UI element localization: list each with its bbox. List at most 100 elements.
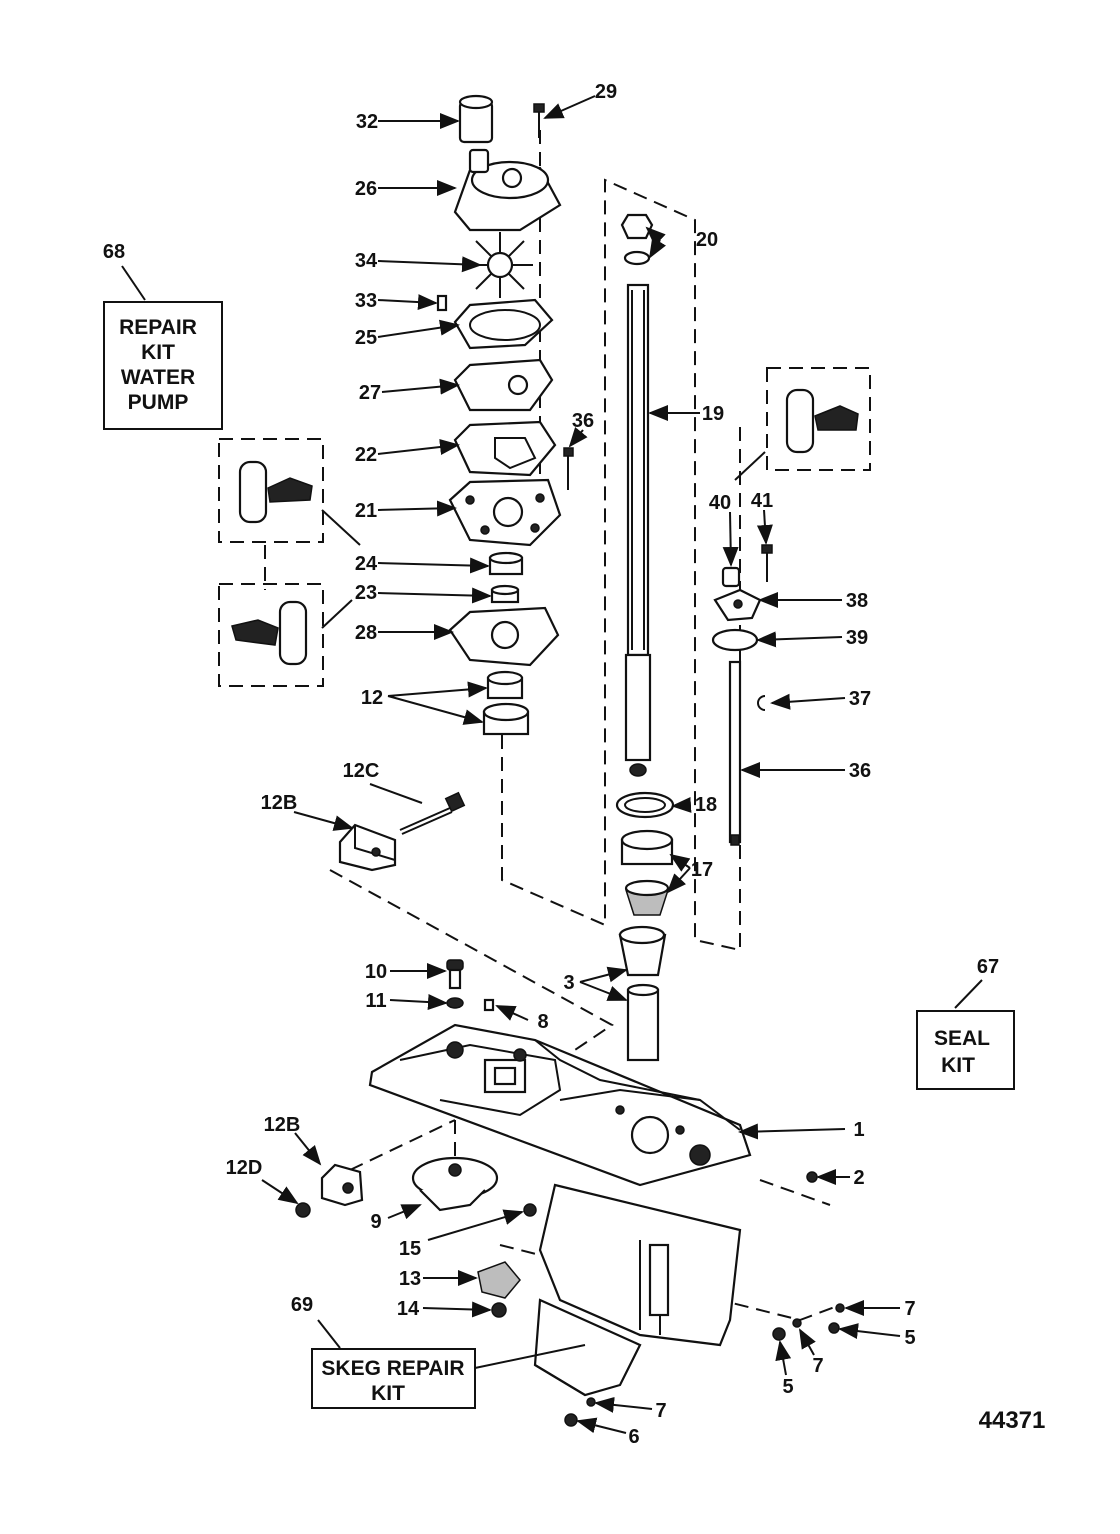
- part-3-sleeve: [618, 925, 667, 1062]
- kit-line: SEAL: [934, 1027, 990, 1050]
- callout-28: 29: [595, 81, 617, 103]
- part-8-plug: [483, 998, 495, 1012]
- callout-40: 40: [709, 492, 731, 514]
- kit-number: 69: [291, 1294, 313, 1316]
- part-39-o-ring: [711, 628, 759, 652]
- part-37-clip: [757, 695, 766, 711]
- callout-29: 32: [356, 111, 378, 133]
- part-11-washer: [446, 997, 464, 1009]
- part-15-plug: [523, 1203, 537, 1217]
- part-40-bushing: [721, 566, 741, 588]
- part-2-plug: [806, 1171, 818, 1183]
- callout-22: 28: [355, 622, 377, 644]
- callout-7a: 7: [904, 1298, 915, 1320]
- callout-10: 10: [365, 961, 387, 983]
- callout-8: 8: [537, 1011, 548, 1033]
- part-20-pump-base: [448, 478, 562, 547]
- gear-housing: [368, 959, 752, 1397]
- callout-5b: 5: [782, 1376, 793, 1398]
- part-23-seal: [490, 584, 520, 604]
- part-12b-anode-top: [338, 823, 397, 872]
- part-38-retainer: [713, 588, 762, 622]
- callout-21: 22: [355, 444, 377, 466]
- kit-line: WATER: [121, 366, 195, 389]
- kit-detail-box-24: [218, 438, 361, 546]
- callout-37: 37: [849, 688, 871, 710]
- callout-labels: 32 29 26 20 34 33 25 27 19 36 22 21 40 4…: [226, 81, 916, 1448]
- part-32-key: [436, 294, 448, 312]
- shift-shaft-parts: [711, 544, 773, 846]
- callout-13: 13: [399, 1268, 421, 1290]
- part-12c-bolt: [399, 791, 466, 835]
- callout-18: 19: [702, 403, 724, 425]
- kit-detail-box-23: [218, 583, 353, 687]
- callout-27: 27: [359, 382, 381, 404]
- callout-7c: 7: [655, 1400, 666, 1422]
- part-22-plate: [448, 606, 560, 667]
- callout-3: 3: [563, 972, 574, 994]
- part-12-bushings: [482, 670, 530, 736]
- part-13-gear: [477, 1261, 521, 1299]
- callout-6: 6: [628, 1426, 639, 1448]
- part-28-screw: [533, 103, 545, 138]
- kit-line: SKEG REPAIR: [321, 1357, 464, 1380]
- part-9-trim-tab: [411, 1156, 499, 1212]
- kit-box-seal: SEAL KIT 67: [916, 956, 1015, 1090]
- callout-16: 17: [691, 859, 713, 881]
- driveshaft-parts: [615, 213, 675, 1062]
- callout-36: 36: [849, 760, 871, 782]
- callout-12b-2: 12B: [264, 1114, 301, 1136]
- kit-line: KIT: [371, 1382, 405, 1405]
- part-26-pump-housing: [453, 148, 562, 232]
- kit-line: KIT: [941, 1054, 975, 1077]
- callout-12d: 12D: [226, 1157, 263, 1179]
- callout-20: 21: [355, 500, 377, 522]
- callout-17: 18: [695, 794, 717, 816]
- callout-32: 33: [355, 290, 377, 312]
- callout-41: 41: [751, 490, 773, 512]
- kit-number: 67: [977, 956, 999, 978]
- callout-39: 39: [846, 627, 868, 649]
- callout-26: 26: [355, 178, 377, 200]
- part-24-seal: [488, 551, 524, 576]
- part-10-screw: [446, 959, 464, 990]
- water-pump-parts: [436, 94, 574, 736]
- part-12d-nut: [295, 1202, 311, 1218]
- callout-9: 9: [370, 1211, 381, 1233]
- part-34-screw: [563, 447, 574, 490]
- kit-box-skeg-repair: SKEG REPAIR KIT 69: [291, 1294, 586, 1409]
- part-19-nut-washer: [620, 213, 654, 266]
- kit-line: PUMP: [128, 391, 189, 414]
- callout-33: 34: [355, 250, 378, 272]
- callout-7b: 7: [812, 1355, 823, 1377]
- kit-line: REPAIR: [119, 316, 197, 339]
- callout-25: 25: [355, 327, 377, 349]
- callout-11: 11: [365, 990, 386, 1012]
- part-18-driveshaft: [624, 283, 652, 777]
- callout-14: 14: [397, 1298, 420, 1320]
- callout-1: 1: [853, 1119, 864, 1141]
- kit-line: KIT: [141, 341, 175, 364]
- callout-12: 12: [361, 687, 383, 709]
- part-12b-anode-bottom: [320, 1163, 364, 1207]
- callout-34: 36: [572, 410, 594, 432]
- part-27-plate: [453, 358, 554, 412]
- figure-number: 44371: [979, 1407, 1046, 1434]
- anode-parts: [295, 791, 499, 1218]
- callout-19: 20: [696, 229, 718, 251]
- part-17-ring: [615, 791, 675, 819]
- callout-5a: 5: [904, 1327, 915, 1349]
- leader-lines: [261, 95, 901, 1434]
- part-29-sleeve: [458, 94, 494, 144]
- callout-2: 2: [853, 1167, 864, 1189]
- callout-15: 15: [399, 1238, 421, 1260]
- part-16-bearing: [620, 829, 674, 916]
- callout-24: 24: [355, 553, 378, 575]
- part-33-impeller: [467, 232, 533, 298]
- kit-box-water-pump: REPAIR KIT WATER PUMP 68: [103, 241, 223, 430]
- part-14-nut: [491, 1302, 507, 1318]
- kit-number: 68: [103, 241, 125, 263]
- part-36-shift-shaft: [728, 660, 742, 846]
- callout-23: 23: [355, 582, 377, 604]
